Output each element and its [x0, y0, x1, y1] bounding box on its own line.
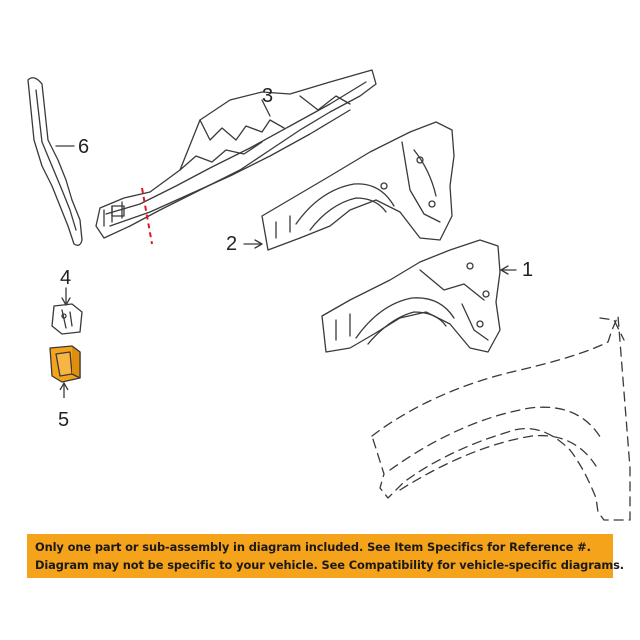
- leader-3: [261, 99, 271, 117]
- callout-3: 3: [262, 85, 274, 107]
- callout-1: 1: [522, 259, 534, 281]
- callout-2: 2: [226, 233, 238, 255]
- cut-line: [141, 187, 153, 245]
- fender-outline: [371, 315, 631, 521]
- leader-5-arrow: [59, 381, 69, 391]
- callout-6: 6: [78, 136, 90, 158]
- callout-4: 4: [60, 267, 72, 289]
- part-5-bracket: [49, 345, 81, 383]
- callout-5: 5: [58, 409, 70, 431]
- disclaimer-line-2: Diagram may not be specific to your vehi…: [35, 558, 625, 572]
- disclaimer-line-1: Only one part or sub-assembly in diagram…: [35, 540, 591, 554]
- leader-4-arrow: [61, 297, 71, 306]
- disclaimer-banner: Only one part or sub-assembly in diagram…: [27, 534, 625, 578]
- part-4-bracket: [51, 303, 83, 335]
- part-3-rail: [95, 69, 377, 239]
- leader-2-arrow: [254, 239, 263, 249]
- part-2-apron: [261, 121, 455, 251]
- part-6-strip: [27, 77, 83, 246]
- leader-1-arrow: [500, 265, 509, 275]
- part-1-apron: [321, 239, 501, 353]
